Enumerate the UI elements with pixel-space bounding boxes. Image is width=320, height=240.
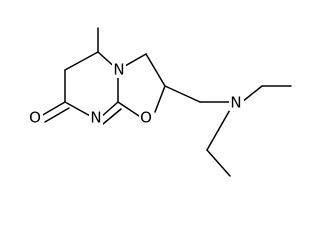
bond-c2-ch2 <box>164 85 201 103</box>
atom-labels: N N O O N <box>28 61 244 127</box>
bond-n-ethyl-down <box>206 107 232 151</box>
bond-n-c8a-double <box>102 108 122 125</box>
bond-n-c8a <box>100 101 119 118</box>
chemical-structure-canvas: N N O O N <box>28 27 292 177</box>
molecule-diagram: N N O O N <box>28 27 292 177</box>
atom-n-amine: N <box>230 94 241 112</box>
atom-o-ring: O <box>140 109 152 127</box>
bond-c5-c6 <box>64 51 99 71</box>
atom-n-ring-background <box>112 61 126 78</box>
bond-ethyl-down-end <box>206 149 231 177</box>
bond-o-c2 <box>154 85 166 113</box>
bond-n-ethyl-up <box>241 85 263 103</box>
bond-c7-n <box>64 101 93 118</box>
bond-c8a-o <box>117 101 140 117</box>
atom-o-carbonyl: O <box>29 109 41 127</box>
atom-n-ring: N <box>113 61 124 79</box>
bond-c7-o <box>40 101 66 117</box>
bond-c2-c3 <box>145 53 166 87</box>
atom-n-amine-background <box>229 94 244 111</box>
atom-o-carbonyl-background <box>28 109 43 126</box>
atom-n-imine-background <box>89 109 103 126</box>
bond-lines <box>40 27 292 177</box>
atom-n-imine: N <box>90 109 101 127</box>
atom-o-ring-background <box>139 109 154 126</box>
bond-c7-o-double <box>44 107 70 123</box>
